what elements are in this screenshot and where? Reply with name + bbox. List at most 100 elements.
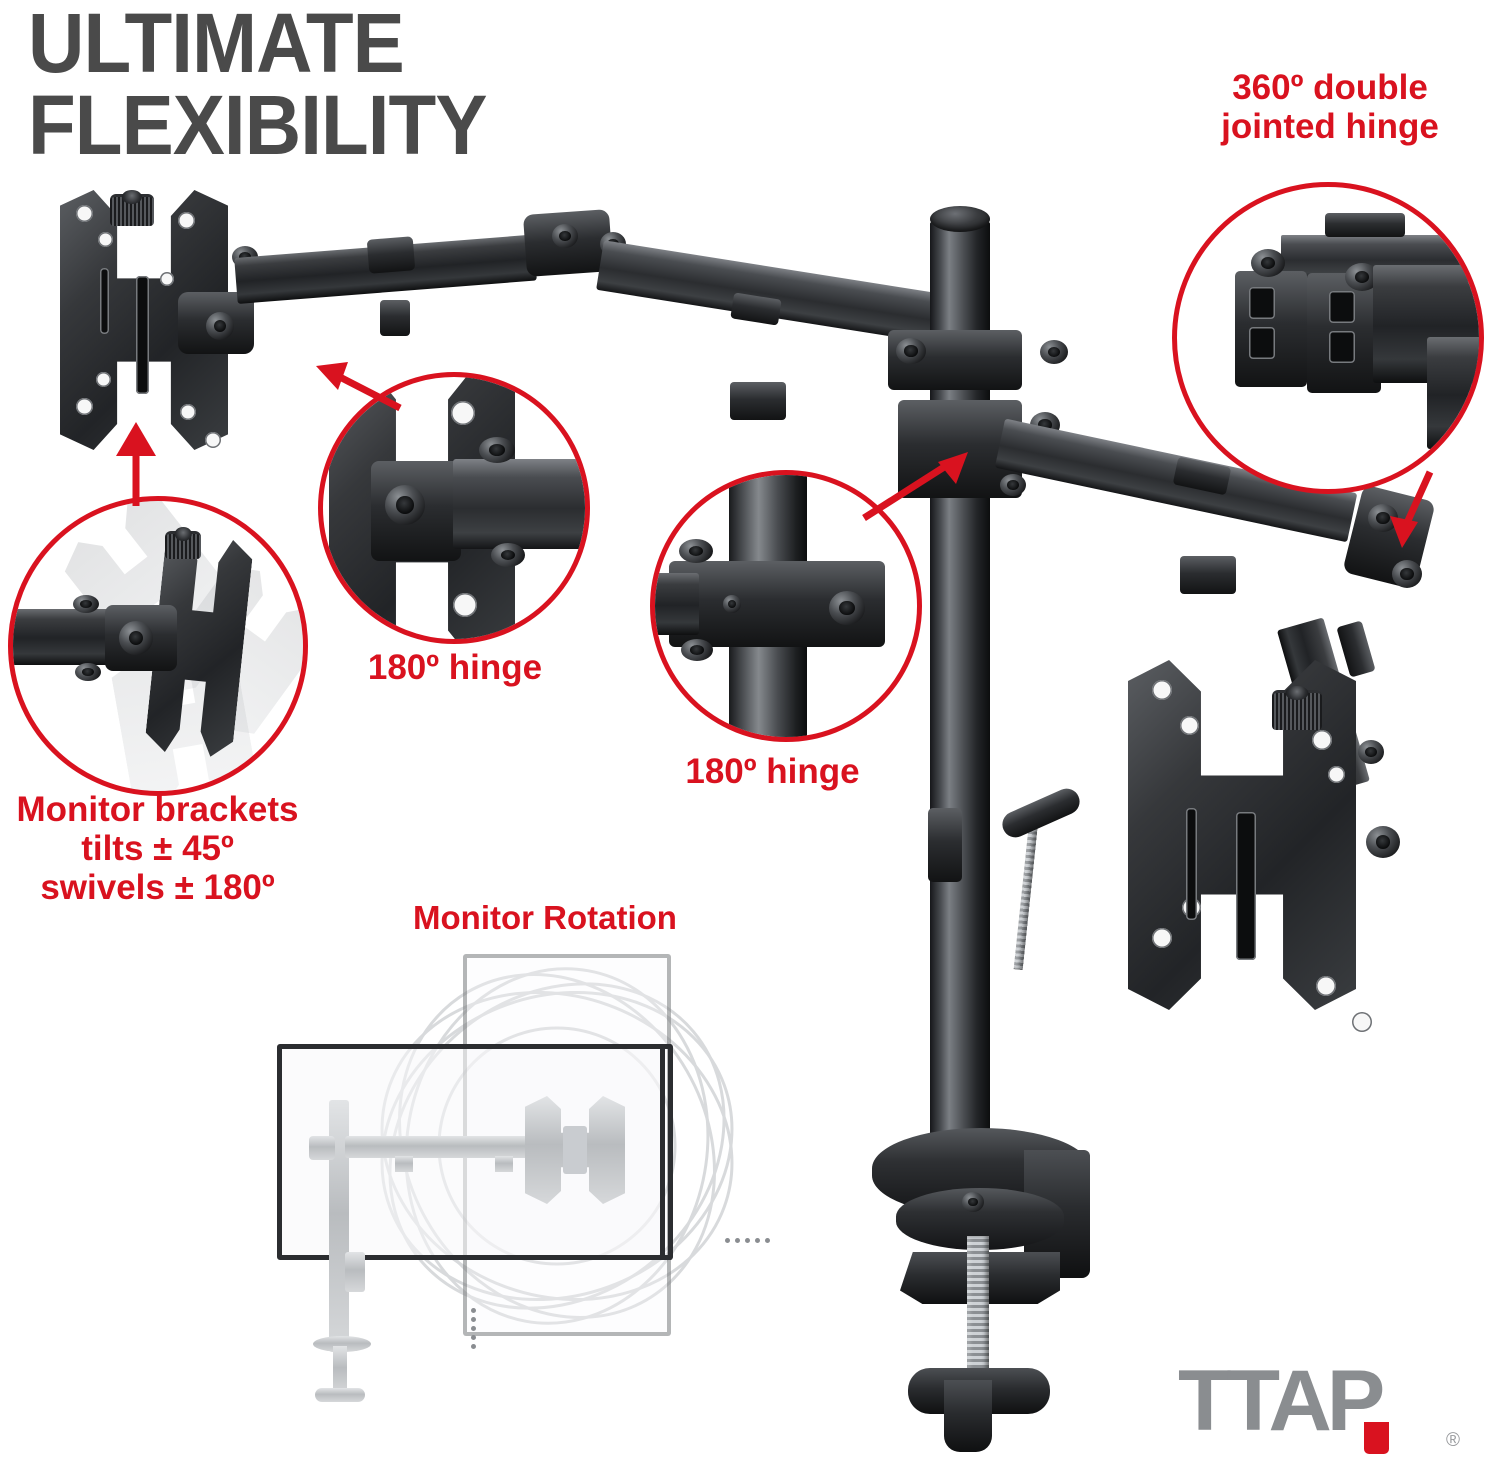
hinge-cap bbox=[1325, 213, 1405, 237]
clamp-bolt bbox=[962, 1192, 984, 1212]
vesa-slot bbox=[1186, 808, 1197, 920]
vesa-hole bbox=[1180, 716, 1199, 735]
vesa-slot bbox=[136, 276, 149, 394]
hinge-elbow-photo bbox=[323, 377, 585, 639]
ghost-pole bbox=[329, 1100, 349, 1352]
ttap-wordmark: TTAP bbox=[1178, 1353, 1385, 1449]
vesa-hole bbox=[76, 398, 93, 415]
arrow-to-double-jointed-hinge bbox=[1390, 470, 1434, 548]
registered-trademark-symbol: ® bbox=[1446, 1430, 1460, 1451]
hinge-bolt bbox=[491, 543, 525, 567]
inset-hinge-elbow bbox=[318, 372, 590, 644]
tilt-knob-right[interactable] bbox=[1272, 690, 1322, 730]
clamp-bolt bbox=[679, 539, 713, 563]
arrow-to-hinge-elbow bbox=[316, 362, 402, 412]
pole-cap bbox=[930, 206, 990, 232]
hinge-pivot-bolt bbox=[385, 485, 425, 525]
clamp-bolt bbox=[829, 591, 865, 625]
vesa-hole bbox=[98, 232, 113, 247]
arm-stub bbox=[655, 573, 699, 635]
vesa-hole bbox=[205, 432, 221, 448]
vesa-slot bbox=[100, 268, 109, 334]
vesa-hole bbox=[1312, 730, 1332, 750]
cable-clip bbox=[730, 382, 786, 420]
callout-monitor-brackets: Monitor brackets tilts ± 45º swivels ± 1… bbox=[16, 790, 299, 908]
lever-handle[interactable] bbox=[998, 784, 1084, 842]
callout-180-hinge-elbow: 180º hinge bbox=[367, 648, 543, 687]
pivot-bolt bbox=[1358, 740, 1384, 764]
bolt bbox=[75, 663, 101, 681]
hinge-window bbox=[1329, 331, 1355, 363]
pivot-bolt bbox=[206, 312, 234, 340]
clamp-screw bbox=[967, 1236, 989, 1388]
clamp-knob-stem[interactable] bbox=[944, 1380, 992, 1452]
clamp-bolt bbox=[681, 639, 713, 661]
bolt bbox=[73, 595, 99, 613]
double-jointed-hinge-photo bbox=[1177, 187, 1479, 489]
ghost-arm bbox=[345, 1136, 547, 1158]
hinge-arm bbox=[453, 459, 585, 549]
bracket-hole bbox=[453, 593, 477, 617]
arm-seam-left bbox=[366, 236, 416, 274]
ghost-arm-clip bbox=[395, 1156, 413, 1172]
monitor-led-indicator bbox=[725, 1238, 770, 1243]
ghost-arm-clip bbox=[495, 1156, 513, 1172]
vesa-hole bbox=[160, 272, 174, 286]
callout-monitor-rotation: Monitor Rotation bbox=[413, 899, 677, 936]
vesa-hole bbox=[1152, 680, 1172, 700]
inset-bracket-tilt bbox=[8, 496, 308, 796]
tilt-knob-left[interactable] bbox=[110, 194, 154, 226]
tilt-pivot-bolt bbox=[119, 621, 153, 655]
ghost-pole-knob bbox=[309, 1136, 335, 1160]
inset-hinge-pole bbox=[650, 470, 922, 742]
ghost-clamp-knob bbox=[315, 1388, 365, 1402]
hinge-window bbox=[1249, 327, 1275, 359]
hinge-post bbox=[1427, 337, 1479, 449]
elbow-bolt bbox=[1392, 560, 1422, 588]
elbow-bolt bbox=[552, 224, 578, 248]
vesa-hole bbox=[1316, 976, 1336, 996]
height-adjust-block bbox=[928, 808, 962, 882]
arm-seam-right-2 bbox=[1336, 620, 1376, 678]
vesa-hole bbox=[1152, 928, 1172, 948]
arrow-to-bracket-tilt bbox=[116, 422, 156, 506]
hinge-window bbox=[1329, 291, 1355, 323]
ghost-lever bbox=[345, 1252, 365, 1292]
callout-180-hinge-pole: 180º hinge bbox=[685, 752, 860, 791]
vesa-hole bbox=[1328, 766, 1345, 783]
vesa-hole bbox=[180, 404, 196, 420]
vesa-slot bbox=[1236, 812, 1256, 960]
collar-bolt bbox=[1000, 474, 1026, 496]
vesa-hole bbox=[1352, 1012, 1372, 1032]
callout-360-double-jointed-hinge: 360º double jointed hinge bbox=[1221, 68, 1439, 147]
cable-clip bbox=[1180, 556, 1236, 594]
hinge-bolt bbox=[1251, 249, 1285, 277]
collar-bolt bbox=[896, 338, 926, 364]
ghost-vesa-boss bbox=[563, 1126, 587, 1174]
inset-double-jointed-hinge bbox=[1172, 182, 1484, 494]
hinge-pole-photo bbox=[655, 475, 917, 737]
bracket-tilt-photo bbox=[13, 501, 303, 791]
collar-bolt bbox=[1040, 340, 1068, 364]
articulating-arm-left-inner bbox=[596, 240, 940, 343]
pivot-bolt bbox=[1366, 826, 1400, 858]
hinge-window bbox=[1249, 287, 1275, 319]
arm-stub bbox=[13, 609, 115, 665]
page-title: ULTIMATE FLEXIBILITY bbox=[28, 0, 487, 173]
ttap-logo: TTAP ® bbox=[1178, 1358, 1460, 1454]
bracket-hole bbox=[451, 401, 475, 425]
ghost-clamp-plate bbox=[313, 1336, 371, 1352]
vesa-hole bbox=[96, 372, 111, 387]
ghost-clamp-screw bbox=[333, 1346, 347, 1394]
monitor-led-indicator bbox=[471, 1308, 476, 1349]
tilt-knob[interactable] bbox=[165, 531, 201, 559]
arrow-to-hinge-pole bbox=[862, 452, 968, 521]
monitor-rotation-diagram bbox=[277, 940, 815, 1402]
cable-clip bbox=[380, 300, 410, 336]
monitor-outline-landscape-right bbox=[605, 1044, 673, 1260]
vesa-hole bbox=[76, 205, 93, 222]
clamp-pin bbox=[723, 595, 741, 613]
hinge-bolt bbox=[479, 437, 515, 463]
vesa-hole bbox=[178, 212, 195, 229]
